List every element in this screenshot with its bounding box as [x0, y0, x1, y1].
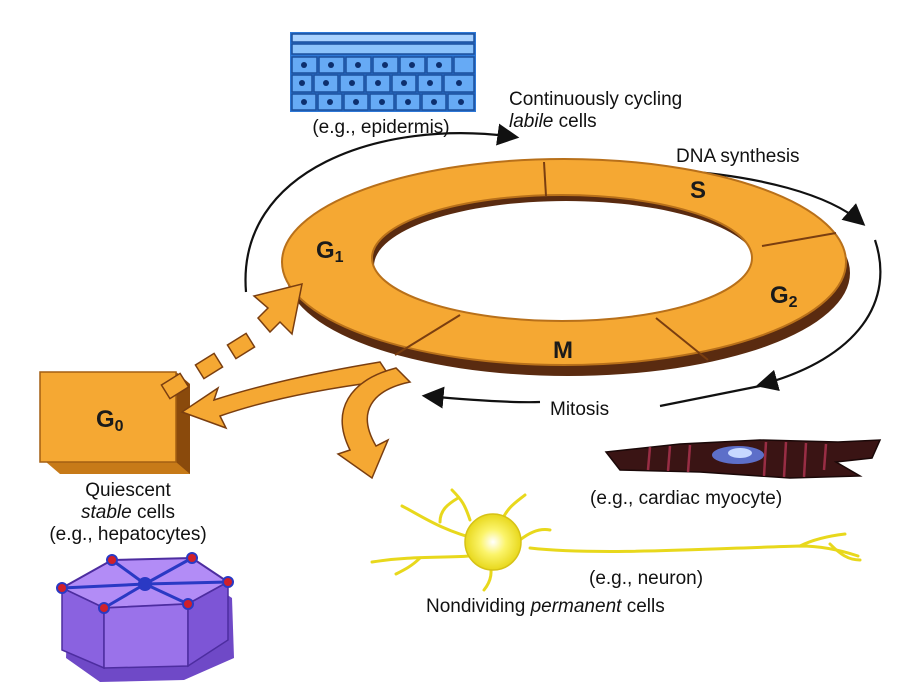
cardiac-myocyte-example: (e.g., cardiac myocyte)	[590, 488, 783, 509]
neuron-illustration	[370, 488, 862, 592]
neuron-example: (e.g., neuron)	[589, 568, 704, 589]
dna-synthesis-label: DNA synthesis	[676, 146, 800, 167]
permanent-italic: permanent	[530, 596, 622, 617]
g2-to-m-arrow	[755, 239, 882, 392]
mitosis-arrow-tail	[659, 384, 761, 408]
cell-cycle-ring	[280, 158, 851, 377]
mitosis-arrow	[421, 386, 541, 409]
mitosis-label: Mitosis	[550, 399, 610, 420]
stable-cells: cells	[131, 502, 175, 523]
labile-cycle-arrow	[244, 123, 520, 293]
labile-title-line1: Continuously cycling	[509, 89, 683, 110]
g1-phase-label: G1	[316, 237, 344, 267]
g0-phase-label: G0	[96, 406, 124, 436]
g2-phase-label: G2	[770, 282, 798, 312]
epidermis-example: (e.g., epidermis)	[312, 117, 450, 138]
exit-arrows	[180, 361, 412, 480]
reentry-arrow	[160, 282, 303, 400]
s-phase-label: S	[690, 177, 707, 204]
stable-italic: stable	[81, 502, 132, 523]
labile-cells: cells	[553, 111, 597, 132]
hepatocytes-example: (e.g., hepatocytes)	[49, 524, 207, 545]
labile-italic: labile	[509, 111, 554, 132]
g0-box	[39, 371, 190, 474]
labile-title-line2: labile cells	[509, 111, 597, 133]
permanent-title: Nondividing permanent cells	[426, 596, 665, 617]
m-phase-label: M	[553, 337, 573, 364]
cardiac-myocyte-illustration	[604, 439, 882, 479]
hepatocyte-illustration	[56, 552, 234, 682]
stable-title-line1: Quiescent	[85, 480, 171, 501]
stable-title-line2: stable cells	[18, 502, 238, 524]
epidermis-illustration	[290, 32, 476, 112]
